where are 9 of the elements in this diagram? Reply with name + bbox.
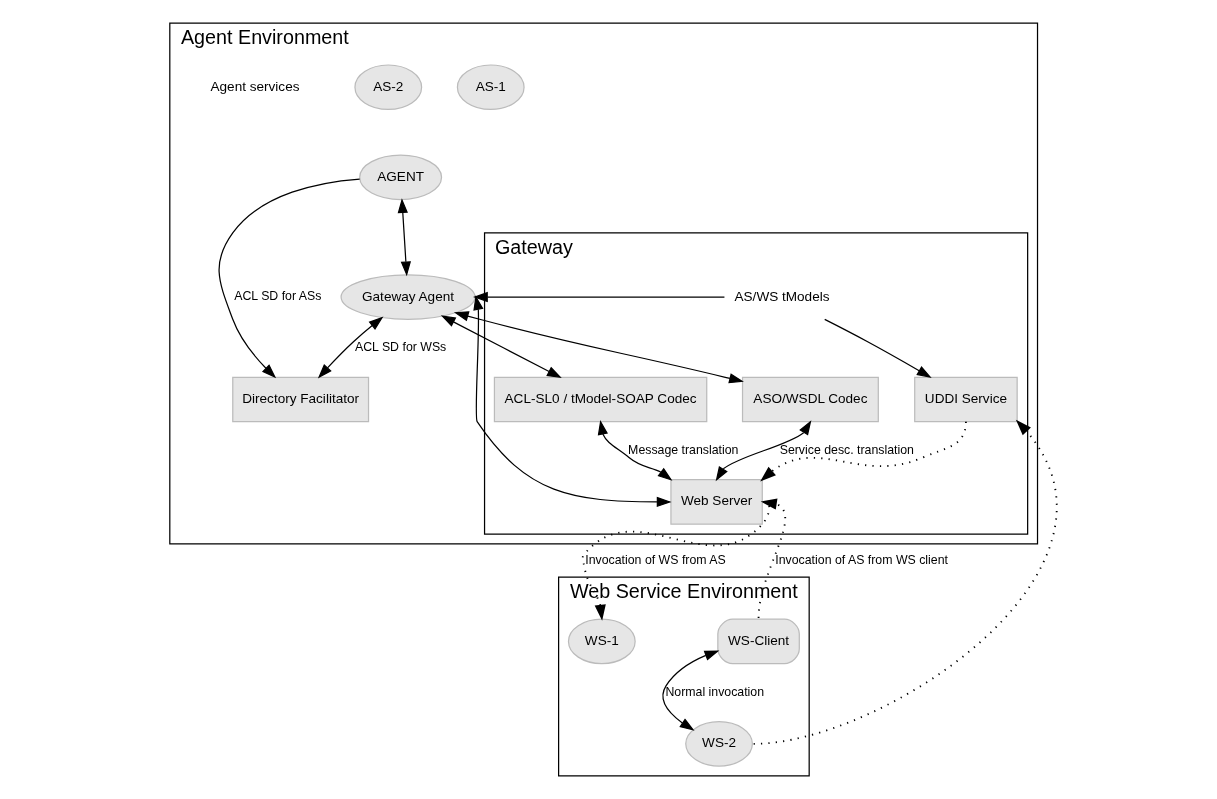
edge-label: Message translation xyxy=(628,442,739,457)
edge-label: Invocation of WS from AS xyxy=(585,552,726,567)
edge-label: ACL SD for WSs xyxy=(354,340,447,355)
edge-label: Normal invocation xyxy=(665,684,765,699)
label: Agent services xyxy=(210,78,300,94)
edge-label: Invocation of AS from WS client xyxy=(775,552,948,567)
edge-label: Service desc. translation xyxy=(779,442,914,457)
node-text: AS/WS tModels xyxy=(734,288,830,304)
edge-label: ACL SD for ASs xyxy=(234,289,322,304)
